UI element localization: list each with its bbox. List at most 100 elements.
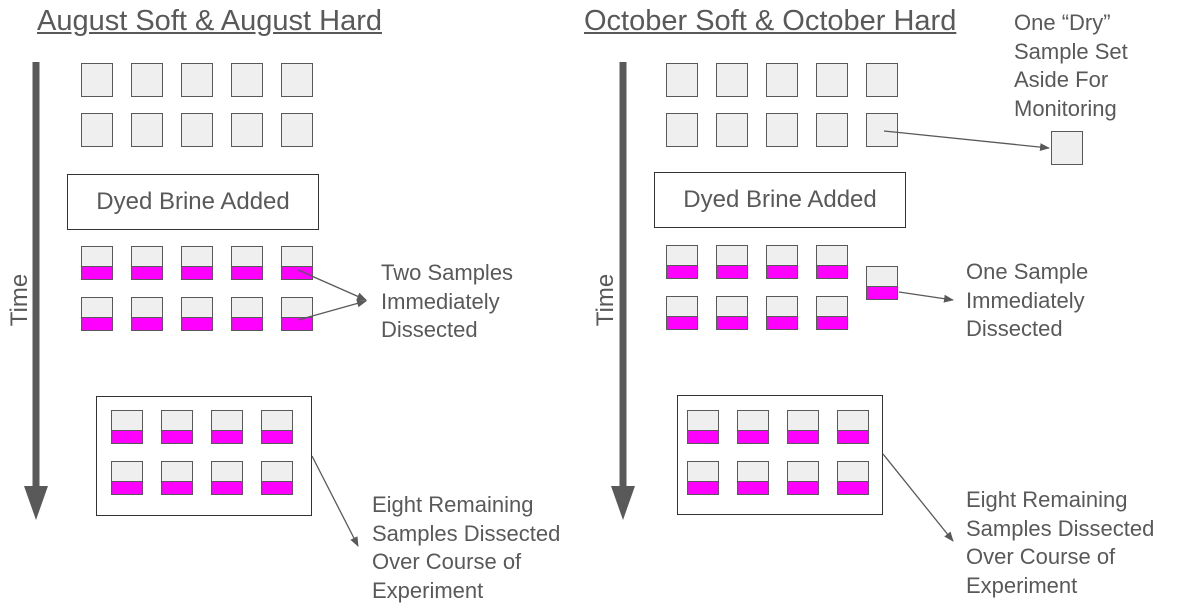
dry-sample (181, 113, 213, 147)
right-note-immediate: One Sample Immediately Dissected (966, 258, 1088, 344)
note-line: Dissected (966, 316, 1063, 341)
dyed-sample (766, 245, 798, 279)
dye-fill (767, 265, 797, 278)
dye-fill (688, 430, 718, 443)
dyed-sample (281, 246, 313, 280)
dye-fill (82, 266, 112, 279)
dry-sample (816, 113, 848, 147)
remaining-sample (687, 410, 719, 444)
dyed-sample (816, 296, 848, 330)
dye-fill (788, 430, 818, 443)
left-title: August Soft & August Hard (37, 5, 382, 37)
remaining-sample (787, 461, 819, 495)
right-time-arrow (611, 62, 635, 520)
right-brine-box: Dyed Brine Added (654, 172, 906, 228)
remaining-sample (161, 461, 193, 495)
dry-sample (181, 63, 213, 97)
dye-fill (867, 286, 897, 299)
dry-sample (231, 63, 263, 97)
dyed-sample (716, 245, 748, 279)
dye-fill (717, 265, 747, 278)
dye-fill (717, 316, 747, 329)
dyed-sample (81, 297, 113, 331)
remaining-sample (211, 461, 243, 495)
dyed-sample (181, 297, 213, 331)
dry-sample (766, 63, 798, 97)
dye-fill (817, 265, 847, 278)
dye-fill (262, 430, 292, 443)
dye-fill (282, 317, 312, 330)
dry-sample (281, 63, 313, 97)
note-line: Immediately (966, 287, 1085, 313)
dye-fill (738, 481, 768, 494)
dyed-sample (281, 297, 313, 331)
remaining-sample (111, 461, 143, 495)
dry-sample (81, 113, 113, 147)
dry-sample (716, 63, 748, 97)
dye-fill (182, 317, 212, 330)
dry-sample (766, 113, 798, 147)
note-line: Sample Set (1014, 38, 1128, 64)
left-time-arrow (24, 62, 48, 520)
dyed-sample (81, 246, 113, 280)
remaining-sample (737, 461, 769, 495)
dye-fill (132, 317, 162, 330)
dyed-sample (231, 297, 263, 331)
dye-fill (232, 266, 262, 279)
dye-fill (212, 481, 242, 494)
dye-fill (838, 430, 868, 443)
dry-sample (716, 113, 748, 147)
note-line: One Sample (966, 259, 1089, 284)
dye-fill (112, 481, 142, 494)
set-aside-dry-sample (1051, 131, 1083, 165)
dye-fill (162, 481, 192, 494)
left-note-remaining: Eight Remaining Samples Dissected Over C… (372, 491, 560, 605)
dyed-sample (231, 246, 263, 280)
note-line: Dissected (381, 317, 478, 342)
dye-fill (112, 430, 142, 443)
arrow-right-dry (883, 130, 1050, 152)
dye-fill (262, 481, 292, 494)
dye-fill (232, 317, 262, 330)
dye-fill (667, 265, 697, 278)
dry-sample (281, 113, 313, 147)
note-line: Over Course of (372, 549, 522, 574)
dye-fill (82, 317, 112, 330)
remaining-sample (161, 410, 193, 444)
note-line: Experiment (966, 572, 1078, 598)
dyed-sample (766, 296, 798, 330)
left-brine-box: Dyed Brine Added (67, 174, 319, 230)
dry-sample (866, 63, 898, 97)
note-line: Experiment (372, 577, 484, 603)
note-line: Aside For (1014, 67, 1109, 92)
remaining-sample (111, 410, 143, 444)
arrow-left-immediate-top (297, 269, 367, 301)
right-title: October Soft & October Hard (584, 5, 957, 37)
note-line: One “Dry” (1014, 10, 1111, 35)
dyed-sample (716, 296, 748, 330)
remaining-sample (837, 410, 869, 444)
dyed-sample (131, 297, 163, 331)
dye-fill (838, 481, 868, 494)
note-line: Immediately (381, 288, 500, 314)
remaining-sample (261, 461, 293, 495)
remaining-sample (737, 410, 769, 444)
left-note-immediate: Two Samples Immediately Dissected (381, 259, 513, 345)
note-line: Two Samples (381, 260, 514, 285)
dye-fill (817, 316, 847, 329)
dry-sample (816, 63, 848, 97)
dry-sample (131, 113, 163, 147)
remaining-sample (787, 410, 819, 444)
dyed-sample (666, 245, 698, 279)
dye-fill (182, 266, 212, 279)
dry-sample (866, 113, 898, 147)
dye-fill (788, 481, 818, 494)
dry-sample (231, 113, 263, 147)
right-note-dry: One “Dry” Sample Set Aside For Monitorin… (1014, 9, 1128, 123)
dyed-sample (131, 246, 163, 280)
right-note-remaining: Eight Remaining Samples Dissected Over C… (966, 486, 1154, 600)
dyed-sample (816, 245, 848, 279)
remaining-sample (687, 461, 719, 495)
arrow-right-remaining (882, 453, 954, 542)
